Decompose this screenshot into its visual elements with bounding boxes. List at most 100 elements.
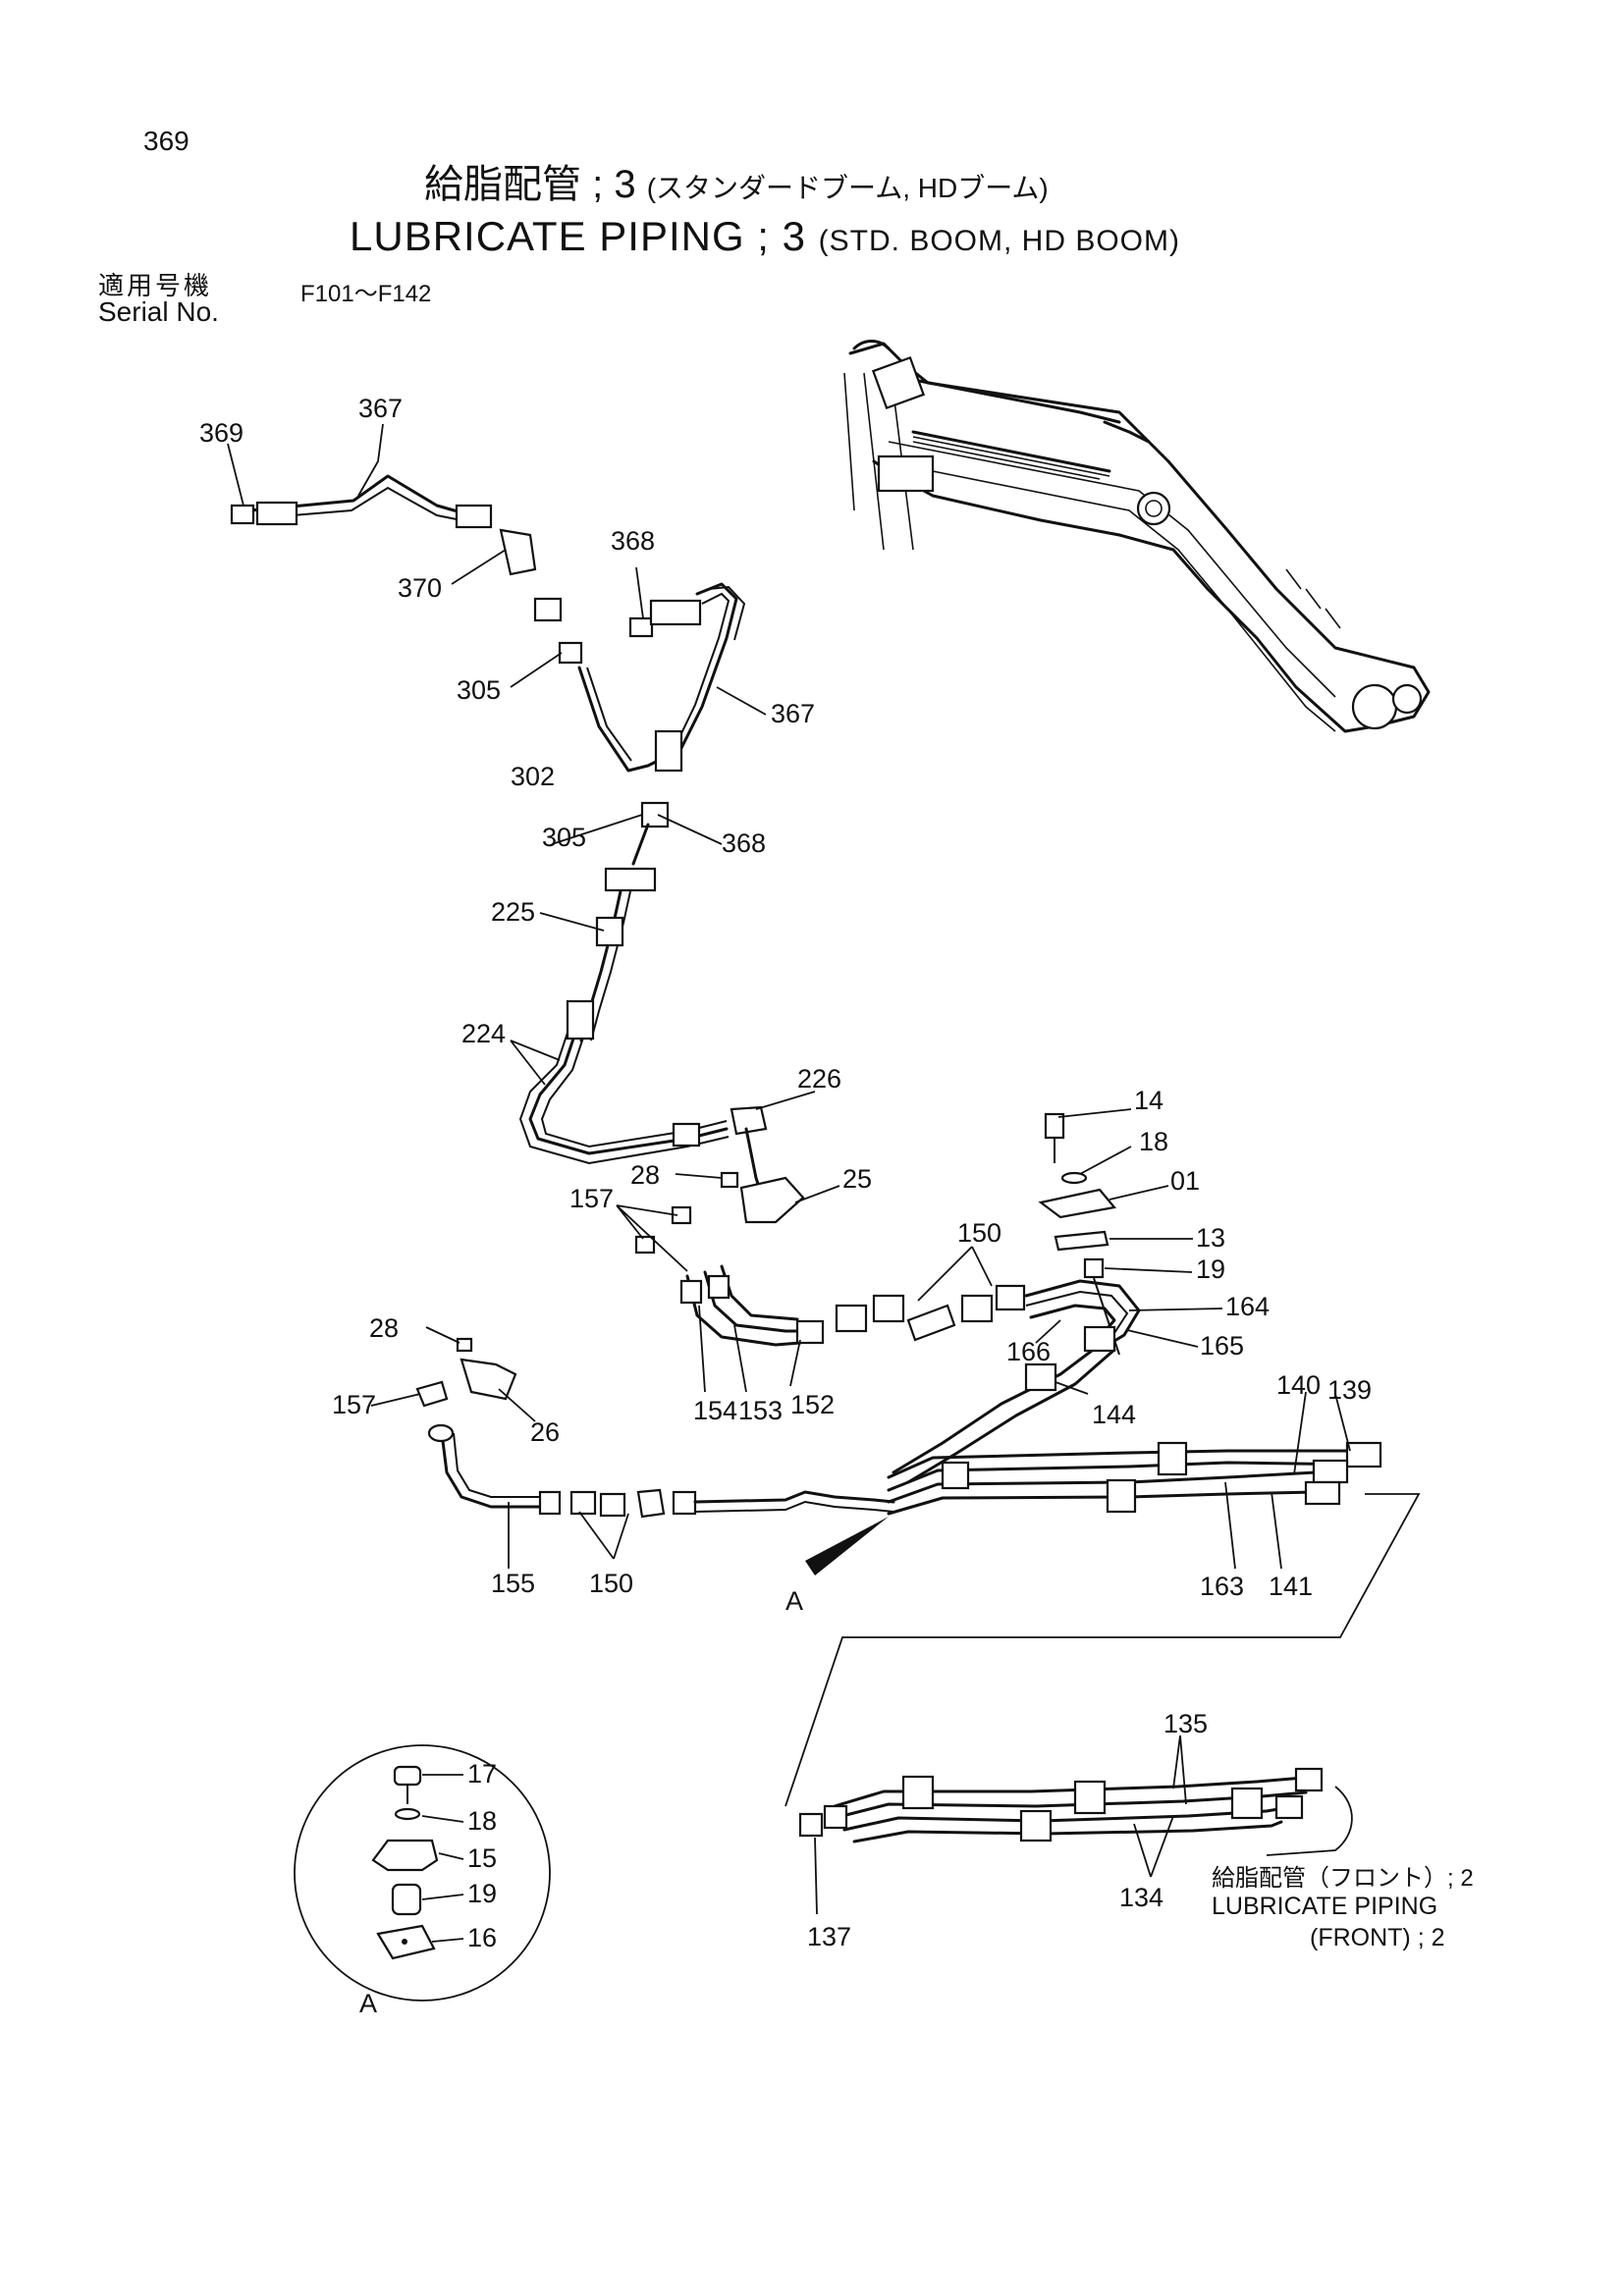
detail-bolt-17 [393,1765,422,1787]
callout-370: 370 [398,573,442,603]
callout-139: 139 [1327,1375,1372,1405]
title-jp-main: 給脂配管 ; 3 [424,163,636,206]
callout-140: 140 [1276,1370,1321,1400]
hose-end-367a [255,501,298,526]
bracket-26 [460,1358,517,1401]
fitting-155 [538,1490,562,1516]
fitting-152 [795,1319,825,1345]
title-jp-subtitle: (スタンダードブーム, HDブーム) [646,173,1049,203]
callout-157-lower: 157 [332,1390,376,1419]
hose-end-224a [566,999,595,1041]
fitting-305a [558,641,583,665]
callout-164: 164 [1225,1292,1270,1321]
reference-front-japanese: 給脂配管（フロント）; 2 [1212,1865,1474,1892]
callout-226: 226 [797,1064,841,1094]
callout-163: 163 [1200,1572,1244,1601]
clamp-long-a [1157,1441,1188,1476]
callout-166: 166 [1006,1337,1051,1366]
block-150 [906,1304,956,1342]
clamp-01 [1038,1188,1117,1219]
callout-15: 15 [467,1843,497,1873]
callout-19-upper: 19 [1196,1255,1225,1284]
fitting-154 [679,1279,703,1305]
bracket-25 [739,1176,805,1224]
title-en-main: LUBRICATE PIPING ; 3 [350,213,806,259]
callout-135: 135 [1163,1709,1208,1738]
washer-18 [1060,1171,1088,1185]
callout-17: 17 [467,1759,497,1789]
detail-a-circle [294,1744,551,2002]
callout-28-upper: 28 [630,1160,660,1190]
detail-clamp-15 [371,1839,439,1872]
page-title-english: LUBRICATE PIPING ; 3 (STD. BOOM, HD BOOM… [350,216,1180,257]
callout-367-right: 367 [771,699,815,728]
callout-134: 134 [1119,1883,1163,1912]
callout-302: 302 [511,762,555,791]
fitting-141 [1304,1480,1341,1506]
fitting-137 [798,1812,824,1838]
block-150b [636,1488,666,1519]
callout-detail-a: A [359,1989,377,2018]
elbow-157c [415,1380,449,1408]
callout-368-top: 368 [611,526,655,556]
callout-141: 141 [1269,1572,1313,1601]
union-150e [569,1490,597,1516]
block-305a [533,597,563,622]
elbow-370 [499,528,537,576]
inset-fitting-end-b [1274,1794,1304,1820]
page-title-japanese: 給脂配管 ; 3 (スタンダードブーム, HDブーム) [424,165,1049,204]
fitting-369 [230,504,255,525]
callout-16: 16 [467,1923,497,1952]
reference-front-english-line1: LUBRICATE PIPING [1212,1893,1438,1920]
callout-labels: 369 367 370 368 305 367 302 305 368 225 … [199,394,1372,2018]
callout-152: 152 [790,1390,835,1419]
callout-13: 13 [1196,1223,1225,1253]
detail-a [294,1744,551,2002]
callout-14: 14 [1134,1086,1163,1115]
callout-165: 165 [1200,1331,1244,1361]
union-150f [599,1492,626,1518]
tee-226 [730,1105,768,1136]
hose-end-368 [649,599,702,626]
callout-305-mid: 305 [542,823,586,852]
fitting-153 [707,1274,730,1300]
callout-26: 26 [530,1417,560,1447]
hose-end-224b [672,1122,701,1148]
callout-144: 144 [1092,1400,1136,1429]
front-piping-inset [784,1493,1421,1856]
fitting-305b [640,801,670,828]
callout-153: 153 [738,1396,783,1425]
fitting-166 [1083,1325,1116,1353]
inset-clamp-b [1073,1780,1107,1815]
boom-cylinder-pin [1136,491,1171,526]
callout-368-mid: 368 [722,828,766,858]
callout-367-top: 367 [358,394,403,423]
cylinder-rod-end [871,355,926,410]
hose-end-367b [455,504,493,529]
fitting-225 [595,916,624,947]
pipe-route-upper [230,474,1382,1575]
union-150b [872,1294,905,1323]
callout-19-detail: 19 [467,1879,497,1908]
reference-front-english-line2: (FRONT) ; 2 [1310,1924,1445,1951]
hose-end-367c [654,729,683,773]
fitting-144 [1024,1362,1057,1392]
serial-label-japanese: 適用号機 [98,271,213,300]
callout-154: 154 [693,1396,737,1425]
callout-155: 155 [491,1569,535,1598]
inset-clamp-d [1230,1787,1264,1820]
callout-18-detail: 18 [467,1806,497,1836]
union-150c [960,1294,994,1323]
inset-clamp-a [901,1775,935,1810]
callout-28-lower: 28 [369,1313,399,1343]
boom-foot-bracket [877,454,935,493]
boom-tip-pin-2 [1391,683,1423,715]
plate-13 [1054,1230,1109,1252]
nipple-28b [456,1337,473,1353]
detail-spacer-19 [391,1883,422,1916]
serial-range: F101～F142 [300,281,432,307]
callout-137: 137 [807,1922,851,1951]
inset-fitting-end-a [1294,1767,1324,1792]
callout-150-upper: 150 [957,1218,1001,1248]
